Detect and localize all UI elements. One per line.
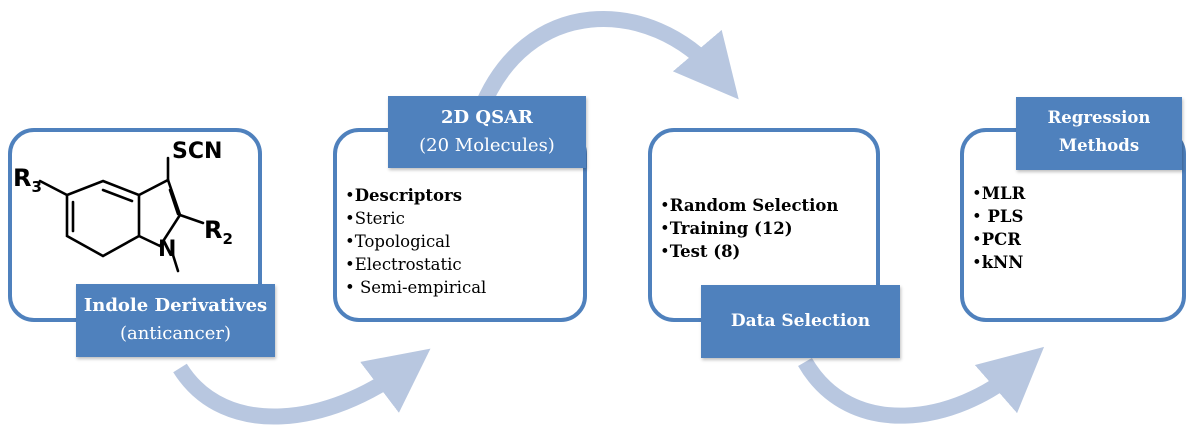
stage4-title-line2: Methods	[1058, 136, 1140, 155]
indole-structure-icon: SCN R3 R2 N	[13, 139, 233, 273]
list-item: PCR	[972, 228, 1025, 251]
list-item: Topological	[345, 230, 486, 253]
method-list: MLR PLS PCR kNN	[972, 182, 1026, 274]
arrow-stage3-to-stage4	[798, 346, 1045, 424]
r2-label: R2	[204, 216, 233, 248]
list-item: PLS	[972, 205, 1025, 228]
list-item: kNN	[972, 251, 1025, 274]
list-item: Training (12)	[660, 217, 838, 240]
stage1-label: Indole Derivatives (anticancer)	[76, 284, 275, 357]
arrow-stage2-to-stage3	[472, 11, 739, 115]
selection-list: Random Selection Training (12) Test (8)	[660, 194, 839, 263]
list-item: MLR	[972, 182, 1026, 205]
stage1-subtitle: (anticancer)	[119, 323, 232, 344]
stage3-title: Data Selection	[730, 311, 871, 331]
stage2-subtitle: (20 Molecules)	[419, 135, 555, 156]
descriptor-list: Descriptors Steric Topological Electrost…	[345, 184, 487, 299]
arrow-stage1-to-stage2	[173, 348, 431, 425]
stage2-title: 2D QSAR	[440, 107, 533, 128]
list-item: Descriptors	[345, 184, 486, 207]
r3-label: R3	[13, 164, 42, 196]
list-item: Test (8)	[660, 240, 838, 263]
list-item: Steric	[345, 207, 486, 230]
stage3-label: Data Selection	[701, 285, 900, 358]
stage4-title-line1: Regression	[1047, 108, 1151, 127]
stage1-title: Indole Derivatives	[83, 295, 268, 316]
nitrogen-label: N	[158, 237, 176, 262]
list-item: Random Selection	[660, 194, 839, 217]
scn-label: SCN	[172, 139, 222, 164]
stage2-label: 2D QSAR (20 Molecules)	[388, 96, 586, 168]
list-item: Semi-empirical	[345, 276, 486, 299]
stage4-label: Regression Methods	[1016, 97, 1182, 170]
list-item: Electrostatic	[345, 253, 486, 276]
